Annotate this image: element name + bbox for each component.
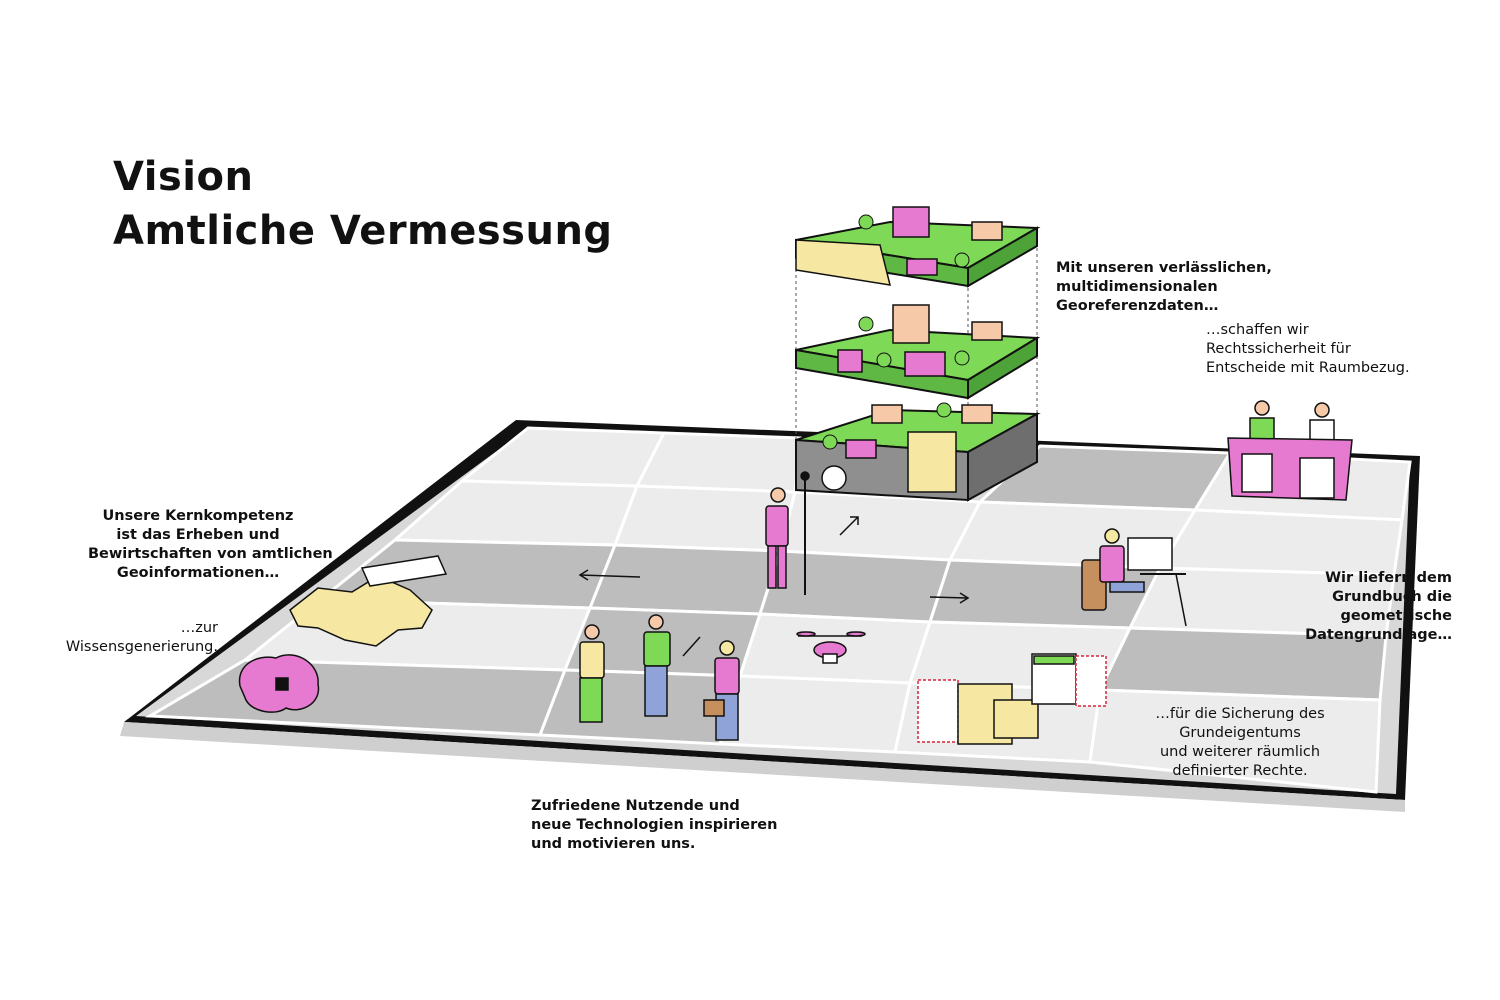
title-line-1: Vision: [113, 154, 254, 200]
layered-map-tower-illustration: [795, 206, 1041, 502]
direction-arrows: [578, 516, 970, 657]
office-worker-illustration: [1081, 528, 1187, 627]
caption-bottom: Zufriedene Nutzende und neue Technologie…: [531, 798, 778, 852]
switzerland-map-icon: [289, 555, 448, 647]
page-title: Vision Amtliche Vermessung: [113, 150, 613, 258]
caption-left-2: …zur Wissensgenerierung.: [65, 620, 218, 655]
caption-left-1: Unsere Kernkompetenz ist das Erheben und…: [88, 508, 333, 581]
surveyor-figure: [765, 471, 810, 595]
caption-right-1: Wir liefern dem Grundbuch die geometrisc…: [1305, 570, 1452, 643]
title-line-2: Amtliche Vermessung: [113, 208, 613, 254]
caption-top-right-1: Mit unseren verlässlichen, multidimensio…: [1056, 260, 1272, 314]
buildings-illustration: [917, 653, 1107, 745]
people-group-illustration: [579, 614, 740, 741]
caption-right-2: …für die Sicherung des Grundeigentums un…: [1155, 706, 1325, 779]
court-judges-illustration: [1227, 400, 1353, 501]
drone-icon: [796, 631, 866, 664]
caption-top-right-2: …schaffen wir Rechtssicherheit für Entsc…: [1206, 322, 1410, 376]
brain-chip-icon: [238, 654, 320, 713]
